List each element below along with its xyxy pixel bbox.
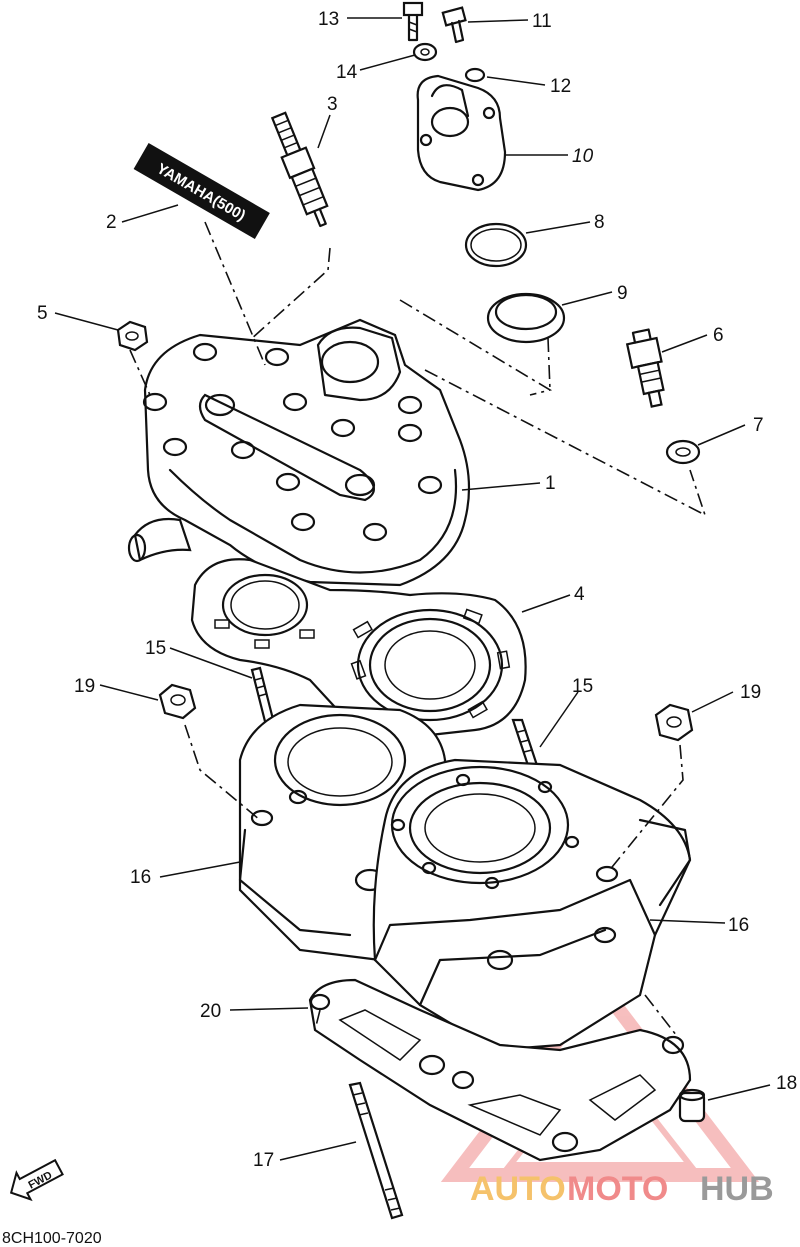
assembly-lines — [129, 221, 707, 1041]
callout-11: 11 — [532, 11, 552, 32]
callout-2: 2 — [106, 212, 117, 233]
part-2-decal: YAMAHA(500) — [133, 143, 270, 239]
watermark-part3: HUB — [700, 1170, 774, 1208]
callout-6: 6 — [713, 325, 724, 346]
callout-15-left: 15 — [145, 638, 166, 659]
callout-17: 17 — [253, 1150, 274, 1171]
callout-16-left: 16 — [130, 867, 151, 888]
part-6-temp-sensor — [625, 328, 665, 408]
part-3-spark-plug — [270, 111, 329, 228]
callout-9: 9 — [617, 283, 628, 304]
callout-5: 5 — [37, 303, 48, 324]
part-16-cylinder-rear — [238, 703, 447, 962]
callout-15-right: 15 — [572, 676, 593, 697]
callout-10: 10 — [572, 146, 594, 167]
callout-14: 14 — [336, 62, 358, 83]
part-1-cylinder-head — [127, 318, 471, 587]
part-10-thermostat-cover — [416, 74, 507, 192]
part-7-washer — [665, 439, 701, 465]
part-9-seal — [486, 292, 566, 344]
part-20-base-gasket — [308, 978, 692, 1162]
watermark-part2: MOTO — [567, 1170, 668, 1208]
callout-19-left: 19 — [74, 676, 95, 697]
callout-3: 3 — [327, 94, 338, 115]
leader-lines — [54, 17, 771, 1161]
part-4-head-gasket — [190, 558, 527, 737]
watermark-part1: AUTO — [470, 1170, 566, 1208]
part-16-cylinder-front — [372, 758, 692, 1052]
callout-7: 7 — [753, 415, 764, 436]
callout-4: 4 — [574, 584, 585, 605]
callout-1: 1 — [545, 473, 556, 494]
callout-19-right: 19 — [740, 682, 761, 703]
callout-20: 20 — [200, 1001, 221, 1022]
part-19-nut-right — [654, 703, 694, 742]
part-17-long-stud — [348, 1081, 404, 1220]
callout-18: 18 — [776, 1073, 797, 1094]
part-13-bolt — [402, 1, 424, 42]
part-5-nut — [116, 320, 149, 352]
part-11-bolt — [441, 6, 467, 44]
decal-text: YAMAHA(500) — [154, 160, 249, 224]
callout-16-right: 16 — [728, 915, 749, 936]
part-8-o-ring — [464, 222, 528, 268]
part-12-washer — [464, 67, 486, 83]
diagram-code: 8CH100-7020 — [2, 1230, 102, 1247]
part-14-washer — [412, 42, 438, 62]
part-18-dowel — [678, 1088, 706, 1123]
callout-12: 12 — [550, 76, 571, 97]
watermark-text: AUTO MOTO HUB — [470, 1170, 774, 1208]
callout-8: 8 — [594, 212, 605, 233]
part-19-nut-left — [158, 683, 197, 720]
fwd-arrow-icon: FWD — [9, 1158, 64, 1202]
callout-13: 13 — [318, 9, 339, 30]
